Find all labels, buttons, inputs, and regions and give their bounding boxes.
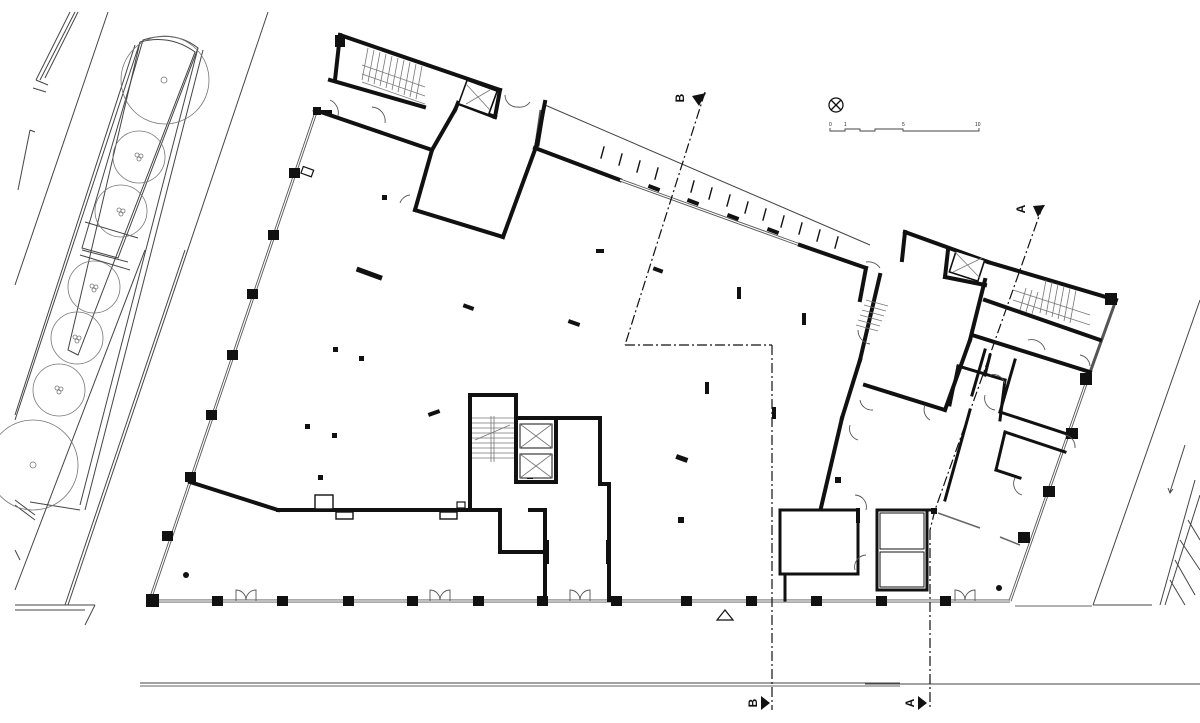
east-core bbox=[817, 229, 1119, 515]
svg-text:A: A bbox=[1014, 204, 1028, 213]
elevator-icon bbox=[519, 423, 553, 479]
svg-text:1: 1 bbox=[844, 122, 847, 128]
entrance-marker-icon bbox=[715, 609, 735, 621]
svg-text:5: 5 bbox=[902, 122, 905, 128]
section-line-B bbox=[624, 91, 773, 710]
svg-text:0: 0 bbox=[829, 122, 832, 128]
tree-planter bbox=[0, 35, 210, 511]
svg-text:A: A bbox=[903, 698, 917, 707]
columns bbox=[146, 168, 1117, 607]
east-rooms bbox=[943, 348, 1076, 502]
interior-columns bbox=[183, 249, 1002, 591]
sw-interior bbox=[187, 393, 976, 602]
tree-marks bbox=[54, 152, 144, 395]
north-arrow-icon bbox=[828, 97, 844, 113]
svg-text:B: B bbox=[673, 93, 687, 102]
section-marker-A-top: A bbox=[1014, 204, 1045, 217]
street-right bbox=[1092, 299, 1200, 606]
scale-bar: 0 1 5 10 bbox=[829, 122, 981, 132]
section-line-A bbox=[929, 204, 1044, 710]
section-marker-B-bottom: B bbox=[746, 696, 770, 710]
street-left bbox=[14, 11, 269, 626]
nw-core bbox=[300, 32, 548, 240]
corridor-slats bbox=[600, 146, 839, 249]
street-bottom bbox=[140, 605, 1200, 687]
section-marker-B-top: B bbox=[673, 93, 706, 106]
section-marker-A-bottom: A bbox=[903, 696, 927, 710]
se-rooms bbox=[778, 494, 1021, 602]
svg-text:B: B bbox=[746, 698, 760, 707]
svg-text:10: 10 bbox=[975, 122, 981, 128]
